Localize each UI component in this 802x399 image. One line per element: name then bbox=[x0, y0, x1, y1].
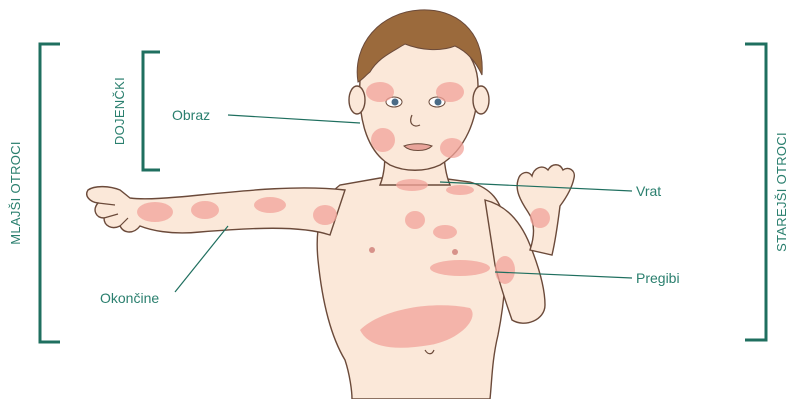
left-ear bbox=[349, 86, 365, 114]
rash-shoulder bbox=[313, 205, 337, 225]
label-older-children: STAREJŠI OTROCI bbox=[774, 132, 789, 252]
torso bbox=[317, 178, 506, 399]
rash-cheek-right bbox=[440, 138, 464, 158]
rash-arm-3 bbox=[254, 197, 286, 213]
label-limbs: Okončine bbox=[100, 290, 159, 306]
rash-cheek-left bbox=[371, 128, 395, 152]
label-neck: Vrat bbox=[636, 183, 661, 199]
child-illustration bbox=[87, 10, 575, 399]
label-cheek: Obraz bbox=[172, 107, 210, 123]
label-flexures: Pregibi bbox=[636, 270, 680, 286]
rash-arm-2 bbox=[191, 201, 219, 219]
rash-chest-3 bbox=[430, 260, 490, 276]
leader-cheek bbox=[228, 115, 360, 123]
rash-arm-1 bbox=[137, 202, 173, 222]
rash-neck-left bbox=[396, 179, 428, 191]
rash-wrist bbox=[530, 208, 550, 228]
rash-cheek-right-top bbox=[436, 82, 464, 102]
left-pupil bbox=[392, 99, 399, 106]
label-infants: DOJENČKI bbox=[112, 77, 127, 145]
rash-chest-1 bbox=[405, 211, 425, 229]
leader-limbs bbox=[175, 226, 228, 292]
right-pupil bbox=[435, 99, 442, 106]
rash-chest-2 bbox=[433, 225, 457, 239]
right-ear bbox=[473, 86, 489, 114]
label-younger-children: MLAJŠI OTROCI bbox=[8, 141, 23, 245]
bracket-older bbox=[745, 44, 766, 340]
left-nipple bbox=[369, 247, 375, 253]
rash-elbow bbox=[495, 256, 515, 284]
rash-cheek-left-top bbox=[366, 82, 394, 102]
bracket-younger bbox=[40, 44, 60, 342]
bracket-infants bbox=[143, 52, 160, 170]
rash-neck-right bbox=[446, 185, 474, 195]
right-nipple bbox=[452, 249, 458, 255]
